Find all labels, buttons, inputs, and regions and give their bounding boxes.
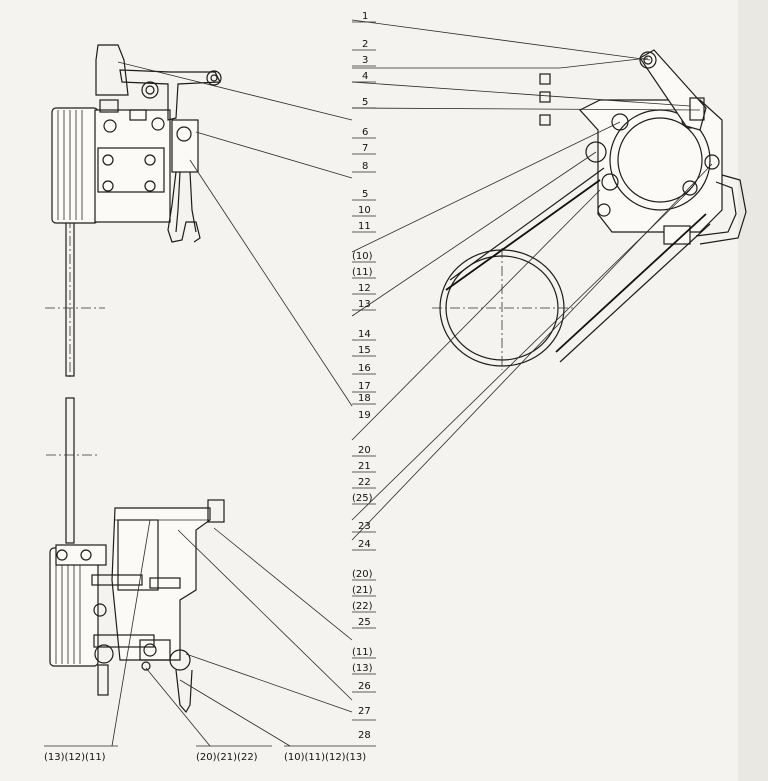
callout-1: 1 bbox=[362, 11, 368, 22]
callout-9: 5 bbox=[362, 189, 368, 200]
callout-16: 16 bbox=[358, 363, 371, 374]
callout-column: 1 2 3 4 5 6 7 8 5 10 11 (10) (11) 12 13 … bbox=[352, 11, 376, 741]
top-mount bbox=[207, 499, 225, 523]
callout-3: 3 bbox=[362, 55, 368, 66]
callout-19: 19 bbox=[358, 410, 371, 421]
callout-20-paren: (20) bbox=[352, 569, 373, 580]
callout-25-paren: (25) bbox=[352, 493, 373, 504]
callout-group-10-11-12-13: (10)(11)(12)(13) bbox=[284, 752, 366, 763]
callout-22: 22 bbox=[358, 477, 371, 488]
lower-shaft bbox=[65, 397, 75, 544]
callout-25: 25 bbox=[358, 617, 371, 628]
callout-10-paren: (10) bbox=[352, 251, 373, 262]
main-front-view bbox=[432, 49, 747, 370]
bottom-callouts: (13)(12)(11) (20)(21)(22) (10)(11)(12)(1… bbox=[44, 745, 376, 763]
callout-21-paren: (21) bbox=[352, 585, 373, 596]
top-side-view bbox=[45, 44, 222, 378]
callout-17: 17 bbox=[358, 381, 371, 392]
bottom-side-view bbox=[46, 397, 225, 714]
callout-22-paren: (22) bbox=[352, 601, 373, 612]
callout-11-paren: (11) bbox=[352, 267, 373, 278]
upper-arm bbox=[95, 44, 129, 96]
lever bbox=[119, 69, 221, 121]
pulley-body bbox=[51, 107, 99, 224]
callout-14: 14 bbox=[358, 329, 371, 340]
callout-28: 28 bbox=[358, 730, 371, 741]
callout-8: 8 bbox=[362, 161, 368, 172]
callout-18: 18 bbox=[358, 393, 371, 404]
main-plate bbox=[579, 99, 723, 233]
valve-block bbox=[663, 225, 691, 245]
callout-21: 21 bbox=[358, 461, 371, 472]
callout-15: 15 bbox=[358, 345, 371, 356]
actuator-cylinder bbox=[171, 119, 199, 173]
lower-housing bbox=[111, 507, 211, 661]
callout-11-paren-lower: (11) bbox=[352, 647, 373, 658]
callout-2: 2 bbox=[362, 39, 368, 50]
callout-20: 20 bbox=[358, 445, 371, 456]
callout-27: 27 bbox=[358, 706, 371, 717]
belt-upper bbox=[445, 179, 601, 291]
callout-26: 26 bbox=[358, 681, 371, 692]
callout-10: 10 bbox=[358, 205, 371, 216]
callout-group-20-21-22: (20)(21)(22) bbox=[196, 752, 258, 763]
mounting-bracket bbox=[94, 109, 171, 223]
callout-13-paren-lower: (13) bbox=[352, 663, 373, 674]
callout-11: 11 bbox=[358, 221, 371, 232]
page-binding-edge bbox=[738, 0, 768, 781]
lower-hose bbox=[175, 669, 193, 714]
callout-group-13-12-11: (13)(12)(11) bbox=[44, 752, 106, 763]
callout-12: 12 bbox=[358, 283, 371, 294]
callout-5: 5 bbox=[362, 97, 368, 108]
pipe bbox=[699, 174, 747, 245]
leader-lines bbox=[111, 19, 713, 747]
callout-24: 24 bbox=[358, 539, 371, 550]
belt-lower bbox=[555, 213, 707, 353]
lower-bolt bbox=[97, 664, 109, 696]
hose bbox=[167, 171, 201, 243]
callout-23: 23 bbox=[358, 521, 371, 532]
callout-6: 6 bbox=[362, 127, 368, 138]
callout-13: 13 bbox=[358, 299, 371, 310]
callout-4: 4 bbox=[362, 71, 368, 82]
callout-7: 7 bbox=[362, 143, 368, 154]
